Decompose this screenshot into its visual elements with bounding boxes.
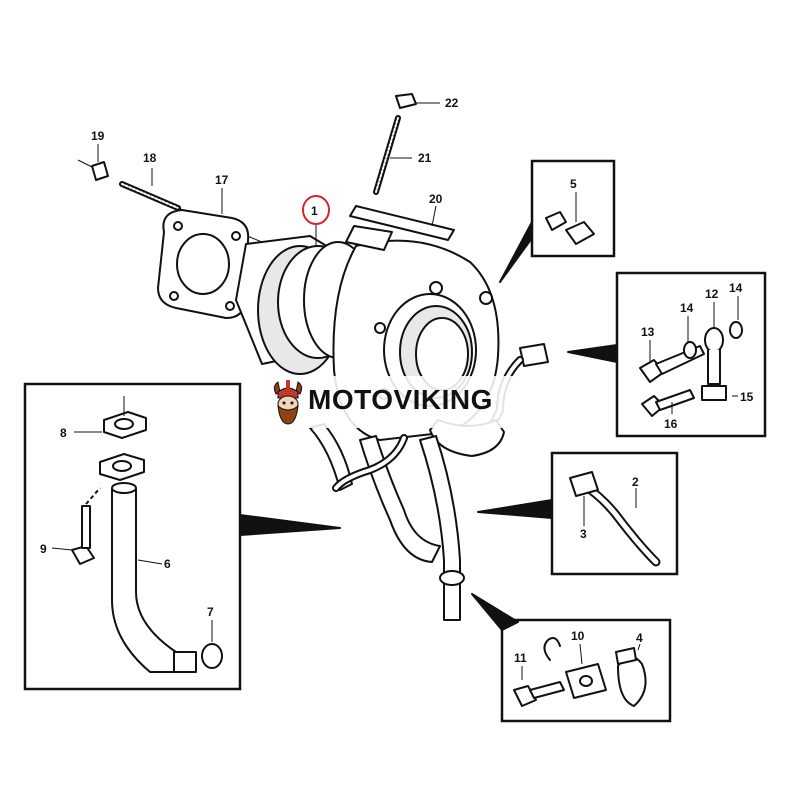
callout-13: 13 (641, 325, 655, 339)
inset-oil-return-pipe (23, 382, 341, 691)
callout-11: 11 (514, 651, 527, 665)
callout-9: 9 (40, 542, 47, 556)
highlight-circle (302, 195, 330, 225)
callout-16: 16 (664, 417, 678, 431)
callout-6: 6 (164, 557, 171, 571)
watermark-text: MOTOVIKING (308, 384, 493, 415)
inset-bracket-clamp (471, 593, 672, 723)
callout-19: 19 (91, 129, 105, 143)
callout-14a: 14 (680, 301, 694, 315)
callout-5: 5 (570, 177, 577, 191)
callout-21: 21 (418, 151, 432, 165)
inset-hose-clamp-2-3 (477, 451, 679, 576)
inset-clip-5 (499, 159, 616, 283)
callout-20: 20 (429, 192, 443, 206)
callout-12: 12 (705, 287, 719, 301)
callout-17: 17 (215, 173, 229, 187)
callout-7: 7 (207, 605, 214, 619)
callout-15: 15 (740, 390, 754, 404)
callout-4: 4 (636, 631, 643, 645)
watermark-band (262, 376, 542, 428)
callout-3: 3 (580, 527, 587, 541)
callout-22: 22 (445, 96, 459, 110)
callout-10: 10 (571, 629, 585, 643)
callout-1: 1 (311, 204, 318, 218)
callout-14b: 14 (729, 281, 743, 295)
callout-8: 8 (60, 426, 67, 440)
callout-18: 18 (143, 151, 157, 165)
viking-logo-icon (273, 380, 303, 425)
callout-2: 2 (632, 475, 639, 489)
inset-banjo-fitting (567, 271, 767, 438)
